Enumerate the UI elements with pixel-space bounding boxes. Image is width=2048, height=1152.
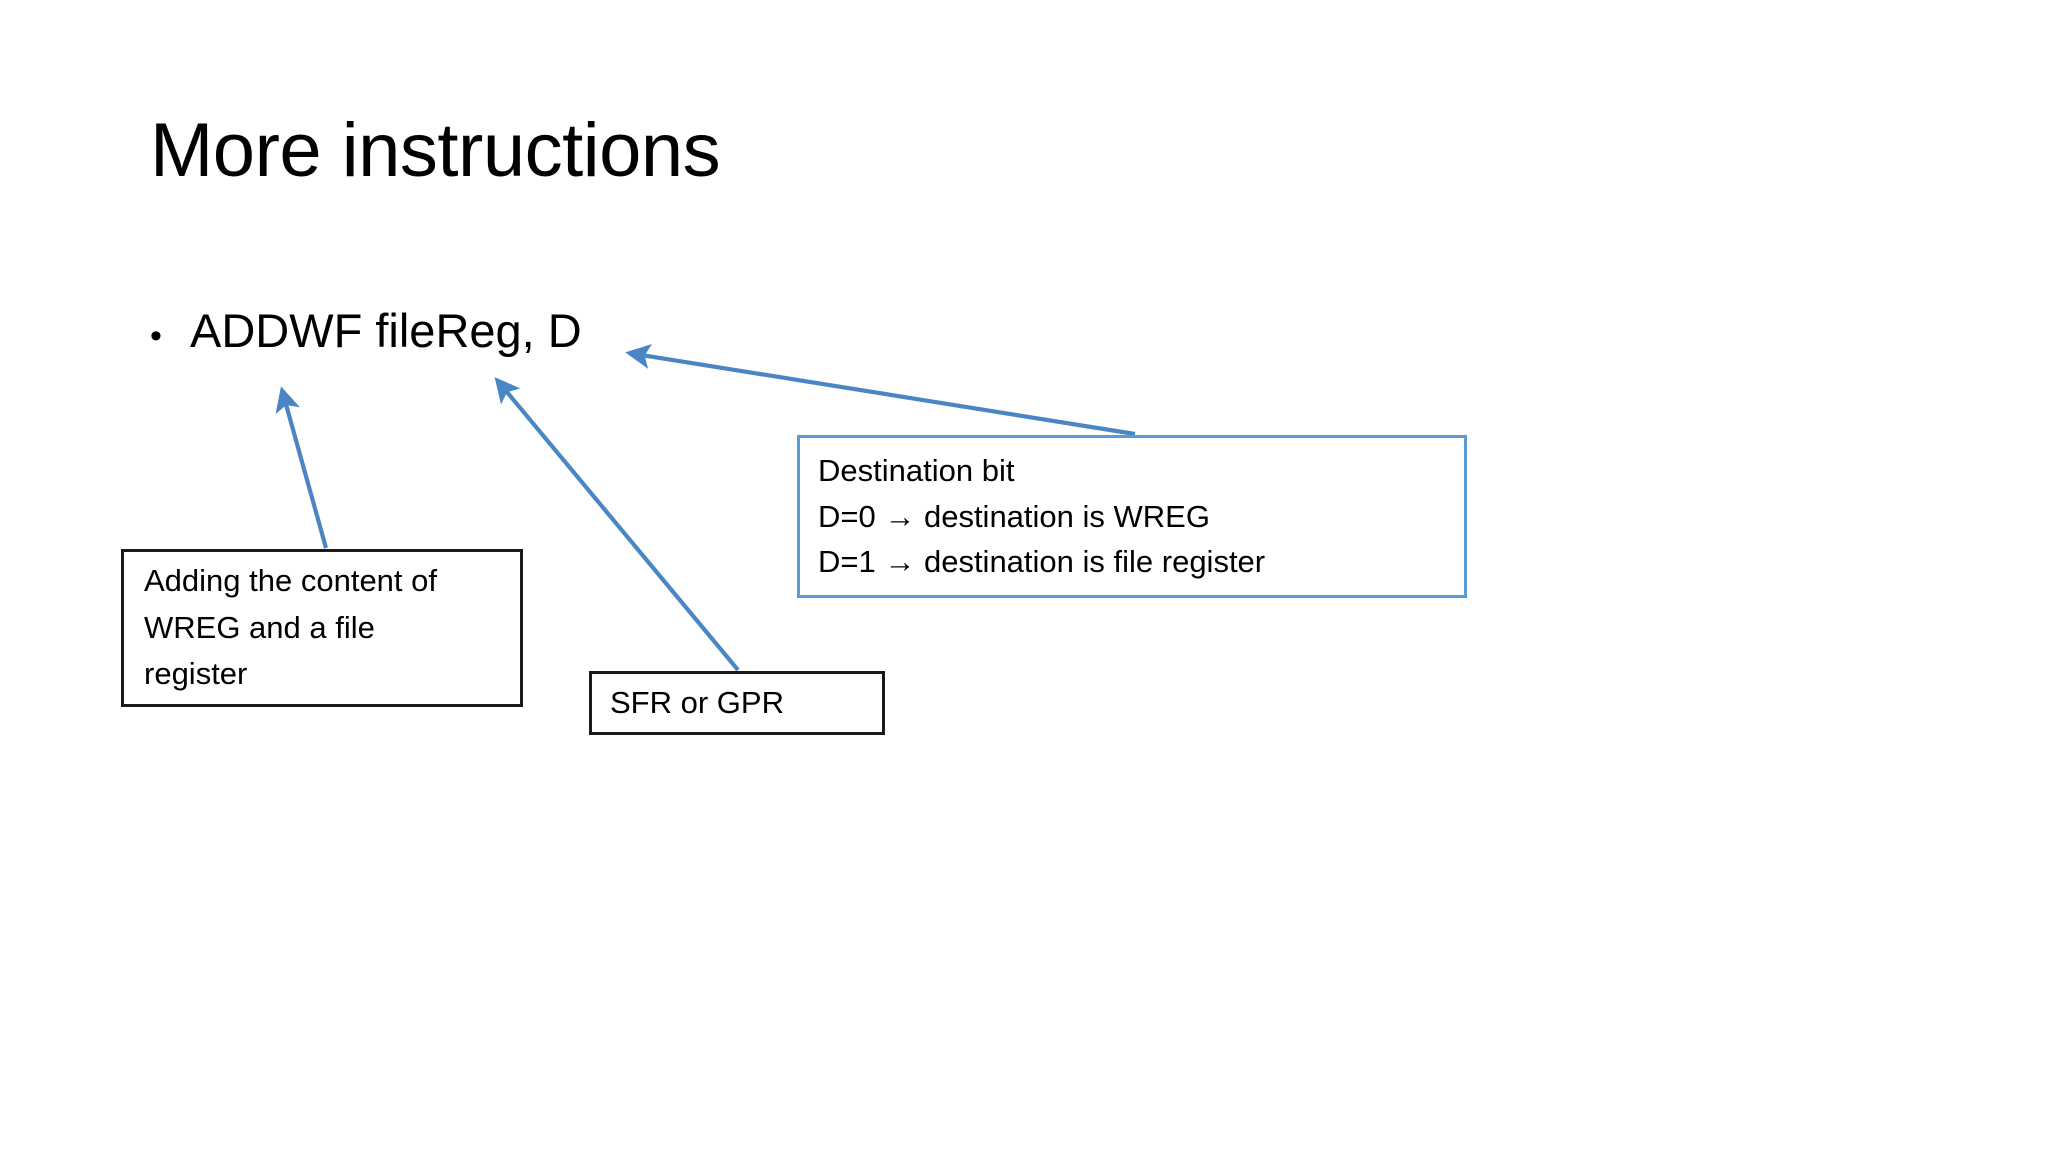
- callout-line: D=1 → destination is file register: [818, 544, 1266, 580]
- arrow-adding-to-addwf: [275, 386, 329, 549]
- callout-line: WREG and a file: [144, 609, 375, 645]
- arrow-sfr-to-filereg: [494, 377, 740, 672]
- callout-destination-bit: Destination bit D=0 → destination is WRE…: [797, 435, 1467, 598]
- arrow-destination-to-d: [625, 343, 1136, 437]
- callout-line: register: [144, 656, 248, 692]
- bullet-item-label: ADDWF fileReg, D: [190, 304, 582, 357]
- list-item: • ADDWF fileReg, D: [150, 302, 1250, 361]
- page-title: More instructions: [150, 108, 721, 193]
- bullet-list: • ADDWF fileReg, D: [150, 302, 1250, 361]
- callout-line: D=0 → destination is WREG: [818, 498, 1210, 534]
- callout-line: Destination bit: [818, 452, 1015, 488]
- callout-line: Adding the content of: [144, 563, 438, 599]
- callout-line: SFR or GPR: [610, 685, 784, 721]
- callout-sfr-or-gpr: SFR or GPR: [589, 671, 885, 735]
- bullet-marker-icon: •: [150, 317, 162, 355]
- callout-adding-content: Adding the content of WREG and a file re…: [121, 549, 523, 707]
